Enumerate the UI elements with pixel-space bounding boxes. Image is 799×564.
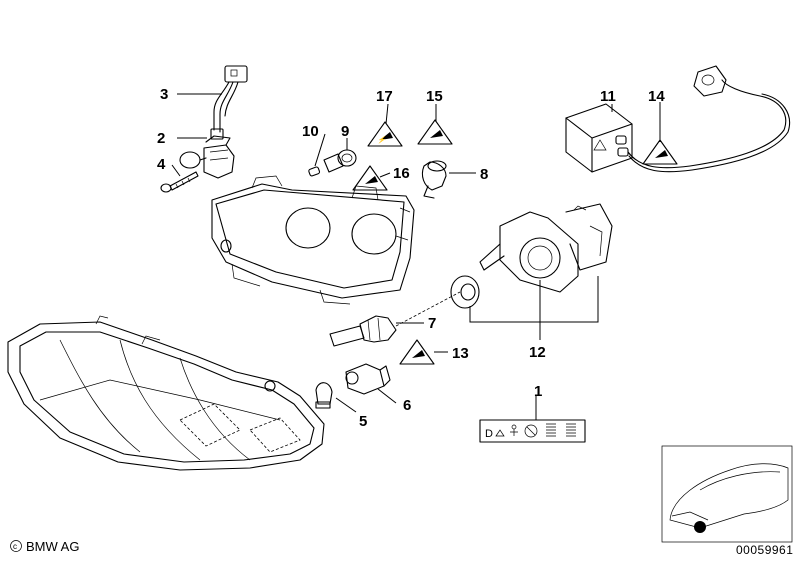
- part-6-h-bulb: [345, 363, 391, 395]
- part-9-side-bulb: [323, 149, 357, 173]
- part-8-socket: [421, 160, 447, 199]
- callout-13: 13: [452, 345, 469, 362]
- part-1-label-plate: D: [479, 419, 586, 443]
- car-location-inset: [661, 445, 793, 543]
- svg-text:⚡: ⚡: [377, 135, 387, 144]
- warning-label-14: [642, 139, 678, 165]
- callout-11: 11: [600, 88, 616, 105]
- warning-label-17: ⚡: [367, 121, 403, 147]
- image-number: 00059961: [736, 543, 793, 557]
- part-2-lamp-socket: [179, 135, 235, 179]
- svg-text:D: D: [485, 428, 493, 440]
- part-7-xenon-bulb: [329, 291, 461, 347]
- part-5-bulb: [315, 382, 333, 409]
- warning-label-15: [417, 119, 453, 145]
- location-marker-icon: [694, 521, 706, 533]
- callout-7: 7: [428, 315, 436, 332]
- copyright-icon: [10, 540, 22, 552]
- part-10-bulb-pin: [308, 166, 321, 177]
- callout-8: 8: [480, 166, 488, 183]
- callout-2: 2: [157, 130, 165, 147]
- copyright-text: BMW AG: [26, 539, 79, 554]
- part-14-igniter-connector: [693, 65, 727, 97]
- callout-17: 17: [376, 88, 393, 105]
- callout-4: 4: [157, 156, 166, 173]
- warning-label-16: [352, 165, 388, 191]
- headlight-housing-frame: [211, 175, 415, 305]
- callout-14: 14: [648, 88, 665, 105]
- part-12-adjuster-bracket: [479, 203, 613, 293]
- callout-1: 1: [534, 383, 542, 400]
- part-11-ballast-unit: [565, 79, 790, 173]
- callout-6: 6: [403, 397, 411, 414]
- callout-9: 9: [341, 123, 349, 140]
- callout-10: 10: [302, 123, 319, 140]
- headlight-lens-assembly: [7, 315, 325, 471]
- copyright-icon-glyph: c: [13, 542, 17, 551]
- copyright-notice: c BMW AG: [10, 539, 79, 554]
- warning-label-13: [399, 339, 435, 365]
- part-3-wire-connector: [210, 65, 248, 140]
- callout-3: 3: [160, 86, 168, 103]
- part-4-screw: [160, 171, 199, 193]
- callout-15: 15: [426, 88, 443, 105]
- callout-12: 12: [529, 344, 546, 361]
- leader-lines: [171, 93, 661, 420]
- callout-16: 16: [393, 165, 410, 182]
- callout-5: 5: [359, 413, 367, 430]
- part-12-seal-ring: [450, 275, 480, 309]
